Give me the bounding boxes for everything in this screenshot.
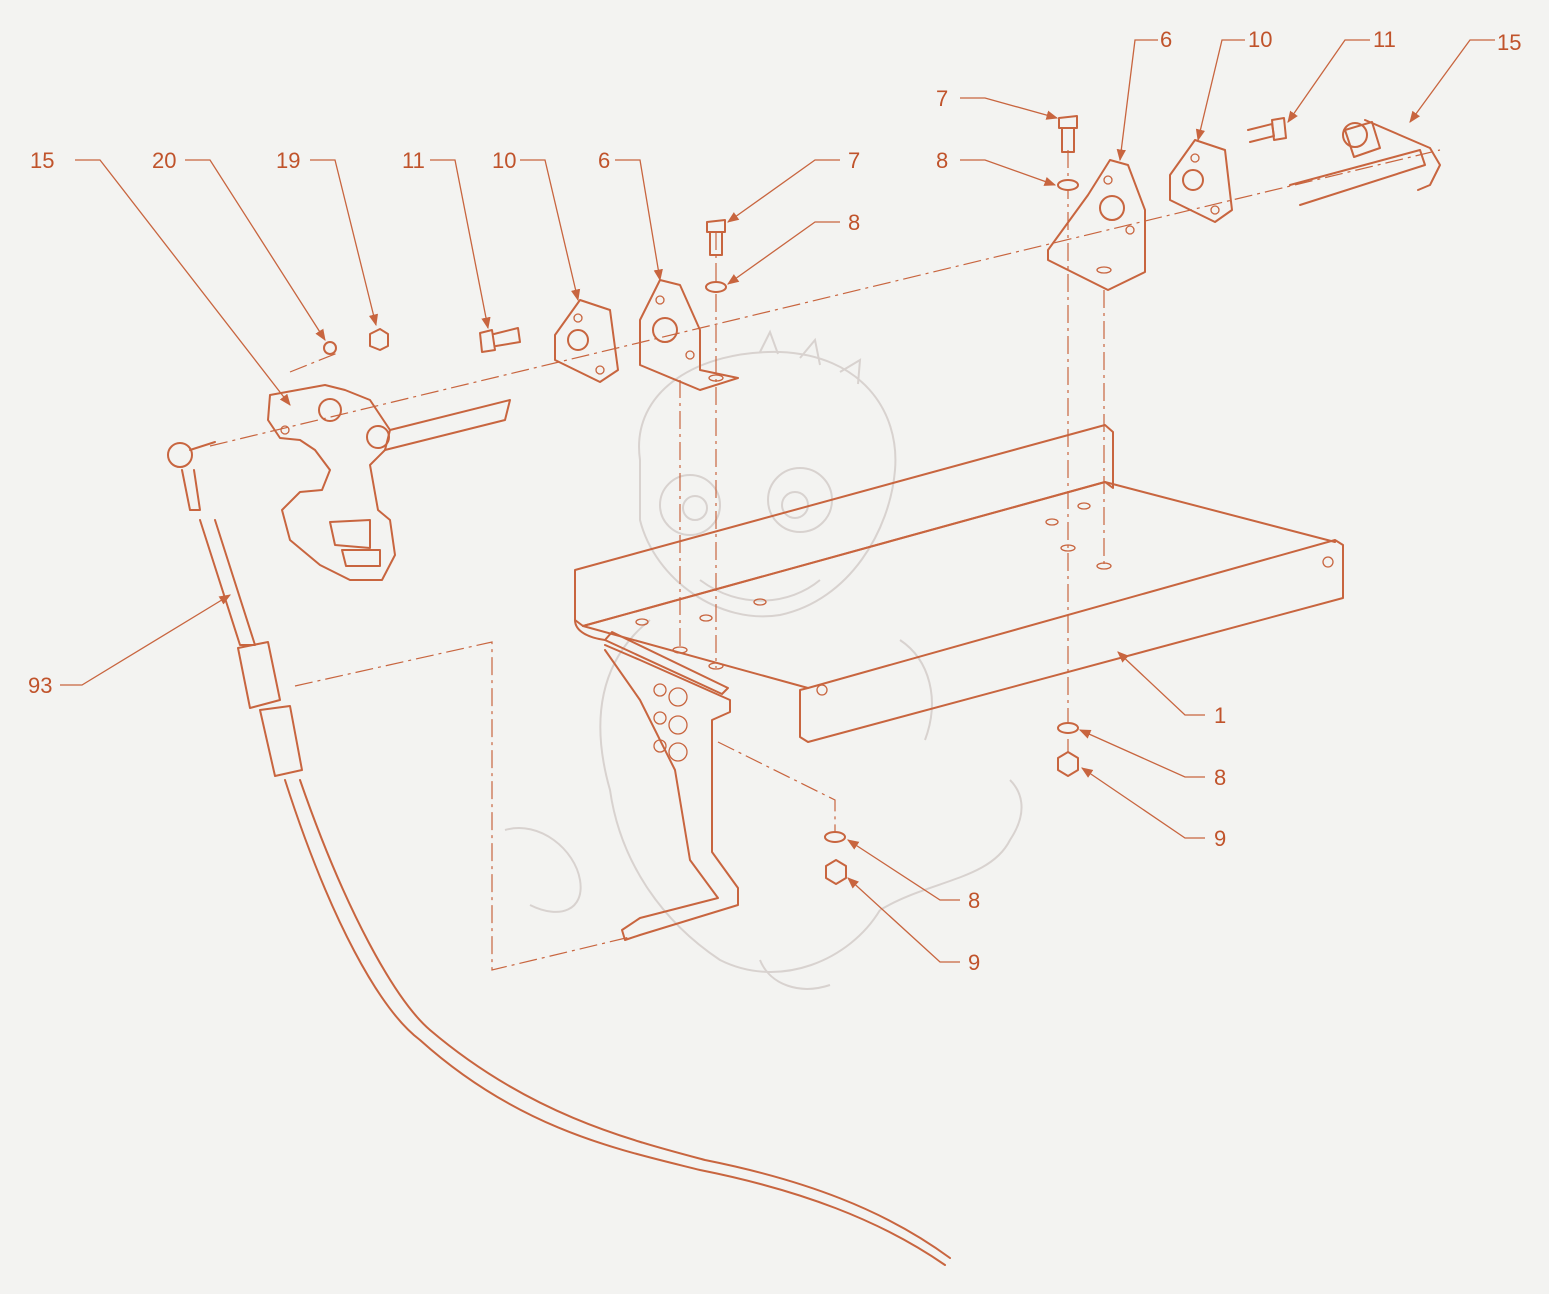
cable-assembly-part-93 bbox=[167, 441, 951, 1266]
callout-8-bottom: 8 bbox=[968, 888, 980, 913]
callout-10-right: 10 bbox=[1248, 27, 1272, 52]
callout-10-left: 10 bbox=[492, 148, 516, 173]
callout-7-left: 7 bbox=[848, 148, 860, 173]
callout-6-right: 6 bbox=[1160, 27, 1172, 52]
centerlines bbox=[209, 149, 1441, 971]
callout-9-bottom: 9 bbox=[968, 950, 980, 975]
left-lever-part-15 bbox=[267, 384, 511, 581]
pedal-arm bbox=[604, 644, 739, 941]
callout-11-right: 11 bbox=[1373, 27, 1396, 52]
left-bracket-part-6 bbox=[639, 279, 739, 391]
seat-frame-part-1 bbox=[574, 424, 1344, 743]
right-bracket-part-6 bbox=[1047, 159, 1146, 291]
callout-6-left: 6 bbox=[598, 148, 610, 173]
callout-7-right: 7 bbox=[936, 86, 948, 111]
callout-15-right: 15 bbox=[1497, 30, 1521, 55]
hardware bbox=[323, 115, 1287, 885]
right-pivot-block-part-10 bbox=[1169, 139, 1233, 223]
callout-labels: 15 11 10 6 7 8 15 20 19 11 10 6 7 8 93 1… bbox=[28, 27, 1521, 975]
callout-20: 20 bbox=[152, 148, 176, 173]
callout-15-left: 15 bbox=[30, 148, 54, 173]
callout-8-right-bottom: 8 bbox=[1214, 765, 1226, 790]
dragon-watermark bbox=[504, 329, 1023, 990]
callout-19: 19 bbox=[276, 148, 300, 173]
callout-8-right-top: 8 bbox=[936, 148, 948, 173]
callout-9-right: 9 bbox=[1214, 826, 1226, 851]
callout-leaders bbox=[60, 39, 1495, 963]
callout-8-left-top: 8 bbox=[848, 210, 860, 235]
right-shaft-part-15 bbox=[1289, 119, 1441, 206]
callout-1: 1 bbox=[1214, 703, 1226, 728]
callout-93: 93 bbox=[28, 673, 52, 698]
left-pivot-block-part-10 bbox=[554, 299, 619, 383]
callout-11-left: 11 bbox=[402, 148, 425, 173]
